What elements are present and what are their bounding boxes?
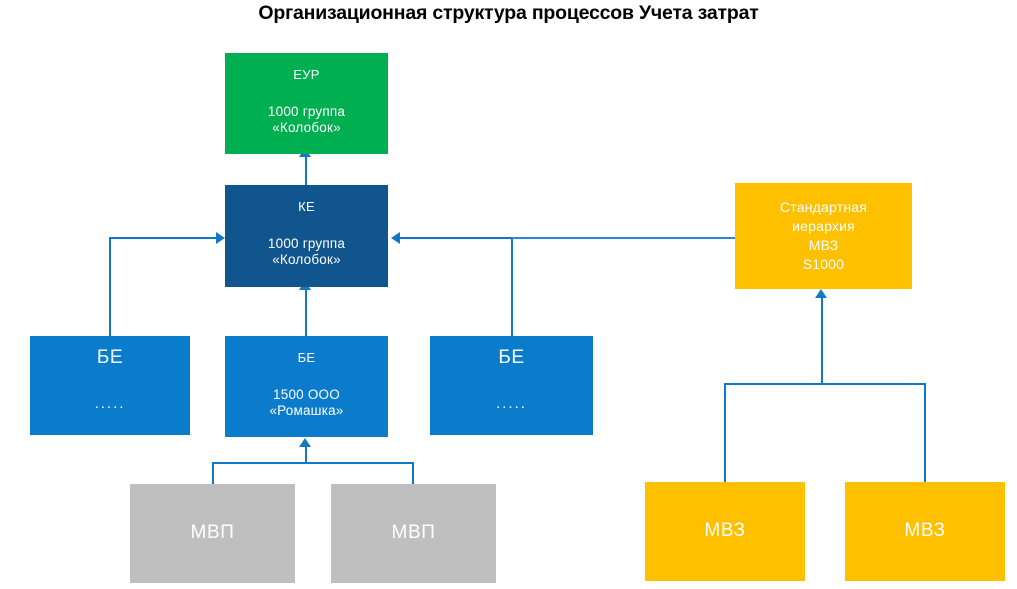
node-be-right-detail: .....	[496, 395, 527, 413]
node-ke[interactable]: КЕ 1000 группа «Колобок»	[225, 185, 388, 287]
node-mvp-right-label: МВП	[391, 522, 436, 544]
node-be-right-label: БЕ	[498, 347, 525, 368]
node-eur[interactable]: ЕУР 1000 группа «Колобок»	[225, 53, 388, 154]
node-standard-hierarchy[interactable]: Стандартная иерархия МВЗ S1000	[735, 183, 912, 289]
arrow-be-left-to-ke	[216, 232, 225, 244]
connector-mvz-left-vertical	[724, 383, 726, 482]
node-mvp-left[interactable]: МВП	[130, 484, 295, 583]
node-ke-label: КЕ	[298, 199, 315, 214]
arrow-mvp-to-be-center	[299, 438, 311, 447]
connector-mvp-left-vertical	[212, 462, 214, 484]
connector-mvp-right-vertical	[412, 462, 414, 484]
node-be-center-label: БЕ	[297, 350, 316, 365]
arrow-right-bus-to-ke	[391, 232, 400, 244]
node-be-left-detail: .....	[94, 395, 126, 413]
connector-hierarchy-to-ke	[511, 237, 736, 239]
connector-mvz-bus-to-hierarchy	[821, 298, 823, 384]
node-standard-hierarchy-detail: Стандартная иерархия МВЗ S1000	[779, 199, 868, 272]
connector-mvp-bus	[212, 462, 414, 464]
node-mvz-right-label: МВЗ	[904, 520, 946, 542]
connector-mvz-bus	[724, 383, 926, 385]
node-be-center-detail: 1500 ООО «Ромашка»	[269, 387, 344, 419]
node-mvz-left[interactable]: МВЗ	[645, 482, 805, 581]
connector-be-center-to-ke	[305, 286, 307, 336]
node-be-left[interactable]: БЕ .....	[30, 336, 190, 435]
node-mvp-left-label: МВП	[190, 522, 235, 544]
node-be-center[interactable]: БЕ 1500 ООО «Ромашка»	[225, 336, 388, 437]
node-ke-detail: 1000 группа «Колобок»	[267, 236, 346, 268]
connector-be-left-vertical	[109, 237, 111, 336]
arrow-mvz-to-hierarchy	[815, 289, 827, 298]
page-title: Организационная структура процессов Учет…	[258, 2, 759, 24]
node-eur-detail: 1000 группа «Колобок»	[267, 104, 346, 136]
node-mvz-right[interactable]: МВЗ	[845, 482, 1005, 581]
node-be-right[interactable]: БЕ .....	[430, 336, 593, 435]
node-mvp-right[interactable]: МВП	[331, 484, 496, 583]
connector-be-right-vertical	[511, 238, 513, 336]
connector-mvp-bus-to-be-center	[305, 447, 307, 463]
node-eur-label: ЕУР	[293, 67, 320, 82]
connector-mvz-right-vertical	[924, 383, 926, 482]
connector-ke-to-eur	[305, 153, 307, 185]
connector-be-left-horizontal	[109, 237, 219, 239]
connector-right-bus-to-ke	[400, 237, 512, 239]
node-be-left-label: БЕ	[96, 347, 124, 368]
node-mvz-left-label: МВЗ	[704, 520, 746, 542]
